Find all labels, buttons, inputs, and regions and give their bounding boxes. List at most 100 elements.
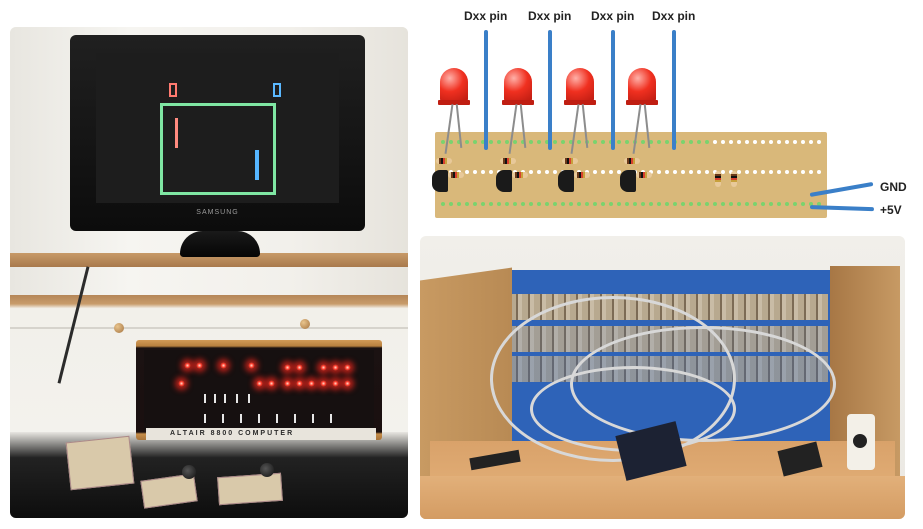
board-hole (777, 202, 781, 206)
led-rim (438, 100, 470, 105)
paddle-knob-right (260, 463, 274, 477)
tv-table-top (10, 253, 408, 267)
board-hole (809, 202, 813, 206)
score-right (273, 83, 281, 97)
board-hole (489, 170, 493, 174)
altair-nameplate: ALTAIR 8800 COMPUTER (146, 428, 376, 440)
board-hole (697, 202, 701, 206)
board-hole (681, 140, 685, 144)
board-hole (537, 170, 541, 174)
board-hole (673, 170, 677, 174)
toggle-switch (236, 394, 238, 403)
board-hole (785, 140, 789, 144)
board-hole (569, 140, 573, 144)
red-led (504, 68, 532, 102)
board-hole (561, 140, 565, 144)
red-led (628, 68, 656, 102)
board-hole (673, 202, 677, 206)
board-hole (777, 140, 781, 144)
transistor (620, 170, 636, 192)
board-hole (497, 140, 501, 144)
board-hole (649, 202, 653, 206)
board-hole (465, 202, 469, 206)
paddle-right (255, 150, 259, 180)
board-hole (809, 170, 813, 174)
board-hole (793, 202, 797, 206)
board-hole (801, 170, 805, 174)
board-hole (577, 202, 581, 206)
board-hole (593, 170, 597, 174)
board-hole (537, 202, 541, 206)
pong-playfield (160, 103, 276, 195)
front-led (284, 380, 291, 387)
board-hole (769, 140, 773, 144)
led-rim (564, 100, 596, 105)
box-internals-photo (420, 236, 905, 519)
board-hole (761, 202, 765, 206)
toggle-switch (312, 414, 314, 423)
board-hole (657, 202, 661, 206)
board-hole (737, 140, 741, 144)
board-hole (705, 140, 709, 144)
score-left (169, 83, 177, 97)
board-hole (513, 202, 517, 206)
board-hole (665, 140, 669, 144)
paddle-controller-right (217, 472, 283, 506)
board-hole (817, 140, 821, 144)
board-hole (753, 202, 757, 206)
front-led (320, 380, 327, 387)
board-hole (473, 170, 477, 174)
board-hole (761, 140, 765, 144)
board-hole (641, 202, 645, 206)
resistor (562, 158, 578, 164)
front-led (178, 380, 185, 387)
toggle-switch (204, 414, 206, 423)
board-hole (625, 202, 629, 206)
data-wire-4 (672, 30, 676, 150)
toggle-switch (224, 394, 226, 403)
tv-screen (96, 53, 339, 203)
board-hole (481, 202, 485, 206)
board-hole (545, 140, 549, 144)
board-hole (529, 170, 533, 174)
board-hole (561, 202, 565, 206)
data-wire-1 (484, 30, 488, 150)
altair-8800-replica: ALTAIR 8800 COMPUTER (136, 340, 382, 440)
pin-label-4: Dxx pin (652, 9, 696, 23)
board-hole (657, 170, 661, 174)
board-hole (545, 170, 549, 174)
front-led (332, 380, 339, 387)
toggle-switch (204, 394, 206, 403)
board-hole (449, 202, 453, 206)
board-hole (817, 202, 821, 206)
board-hole (713, 202, 717, 206)
board-hole (801, 202, 805, 206)
resistor (624, 158, 640, 164)
led-wiring-diagram: Dxx pin Dxx pin Dxx pin Dxx pin GND +5V (420, 0, 920, 228)
power-socket (847, 414, 875, 470)
television: SAMSUNG (70, 35, 365, 231)
toggle-switch (330, 414, 332, 423)
board-hole (609, 170, 613, 174)
tv-brand-label: SAMSUNG (196, 209, 239, 216)
board-hole (729, 140, 733, 144)
board-hole (817, 170, 821, 174)
socket-hole (853, 434, 867, 448)
board-hole (593, 140, 597, 144)
board-hole (553, 140, 557, 144)
board-hole (465, 170, 469, 174)
paddle-left (175, 118, 178, 148)
front-led (320, 364, 327, 371)
front-led (256, 380, 263, 387)
board-hole (793, 170, 797, 174)
front-led (220, 362, 227, 369)
board-hole (697, 140, 701, 144)
data-wire-2 (548, 30, 552, 150)
board-hole (489, 202, 493, 206)
board-hole (801, 140, 805, 144)
board-hole (489, 140, 493, 144)
toggle-switch (258, 414, 260, 423)
red-led (440, 68, 468, 102)
board-hole (665, 202, 669, 206)
board-hole (761, 170, 765, 174)
